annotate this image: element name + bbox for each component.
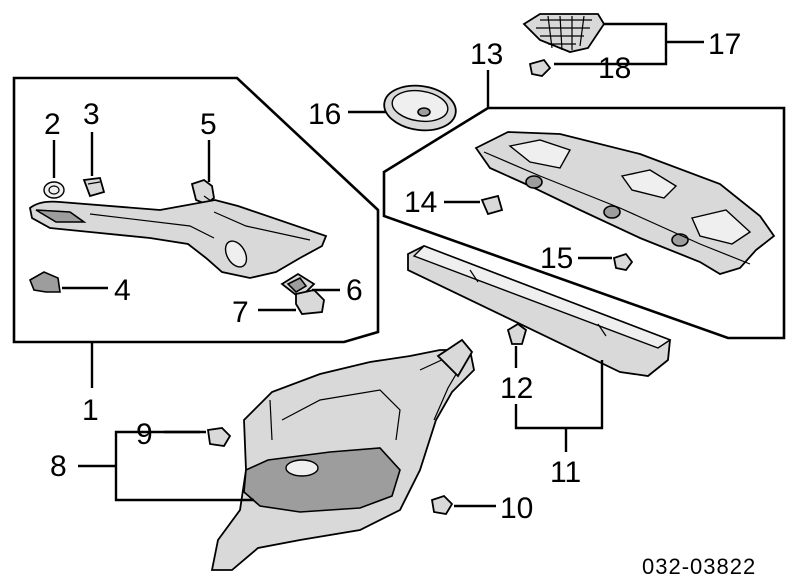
part-9-bolt	[206, 427, 232, 447]
callout-2: 2	[44, 108, 61, 141]
right-group-frame	[382, 106, 786, 340]
callout-7: 7	[232, 296, 249, 329]
callout-12: 12	[500, 372, 533, 405]
quarter-trim-panel	[210, 338, 475, 571]
part-14-clip	[480, 194, 504, 216]
callout-15: 15	[540, 242, 573, 275]
bracket-17	[554, 22, 668, 66]
part-12-clip	[506, 322, 528, 345]
callout-5: 5	[200, 108, 217, 141]
callout-3: 3	[83, 98, 100, 131]
left-garnish-trim	[29, 199, 328, 279]
part-7-bracket	[295, 289, 325, 315]
part-10-bolt	[430, 494, 454, 515]
callout-1: 1	[82, 394, 99, 427]
part-16-speaker	[383, 84, 457, 132]
left-group-frame	[12, 76, 380, 344]
sill-trim	[407, 245, 672, 377]
callout-11: 11	[550, 456, 581, 489]
part-17-speaker-grille	[522, 13, 606, 53]
part-2-grommet	[43, 181, 65, 199]
callout-13: 13	[470, 38, 503, 71]
callout-17: 17	[708, 28, 741, 61]
part-4-clip	[28, 271, 61, 293]
callout-4: 4	[114, 274, 131, 307]
callout-10: 10	[500, 492, 533, 525]
bracket-11	[514, 360, 604, 430]
rear-shelf	[474, 131, 776, 275]
part-15-clip	[612, 252, 634, 271]
callout-8: 8	[50, 450, 67, 483]
callout-9: 9	[136, 418, 153, 451]
part-3-clip	[82, 177, 106, 198]
callout-16: 16	[308, 98, 341, 131]
callout-14: 14	[404, 186, 437, 219]
part-code: 032-03822	[642, 554, 756, 579]
callout-18: 18	[598, 52, 631, 85]
callout-6: 6	[346, 274, 363, 307]
part-18-clip	[528, 58, 552, 77]
